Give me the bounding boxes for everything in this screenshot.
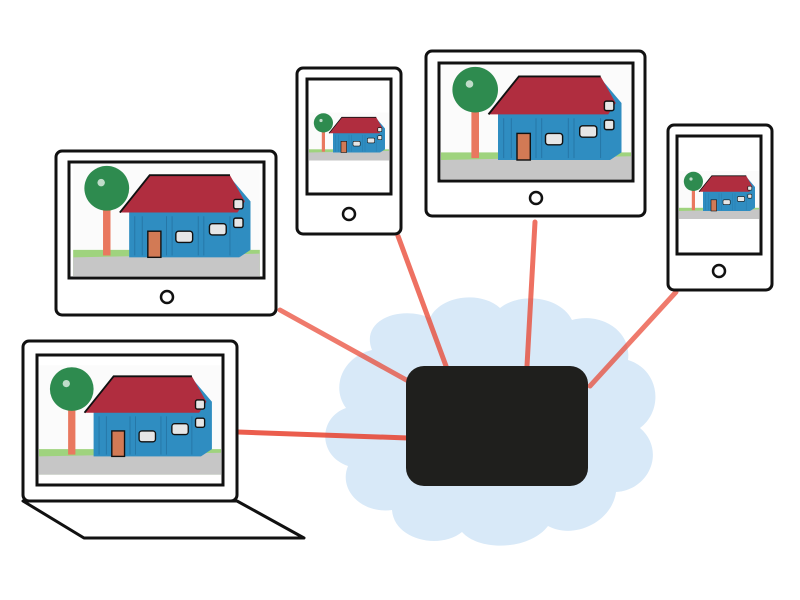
link-tablet-small (395, 233, 449, 369)
device-monitor-top (424, 49, 647, 218)
house-drawing-image (39, 364, 221, 476)
device-laptop (21, 339, 306, 540)
link-monitor-left (277, 307, 413, 385)
device-tablet-small (295, 66, 403, 236)
house-drawing-image (309, 111, 389, 162)
house-drawing-image (72, 164, 261, 276)
connections (235, 219, 679, 441)
device-phone-right (666, 123, 774, 292)
home-button-icon (711, 263, 727, 279)
link-phone-right (587, 289, 679, 389)
home-button-icon (341, 206, 357, 222)
house-drawing-image (679, 170, 759, 220)
house-drawing-image (441, 65, 631, 179)
laptop-keyboard-base (21, 499, 306, 540)
central-hub (406, 366, 588, 486)
home-button-icon (159, 289, 175, 305)
link-monitor-top (524, 219, 538, 369)
device-monitor-left (54, 149, 278, 317)
link-laptop (235, 429, 411, 441)
home-button-icon (528, 190, 544, 206)
